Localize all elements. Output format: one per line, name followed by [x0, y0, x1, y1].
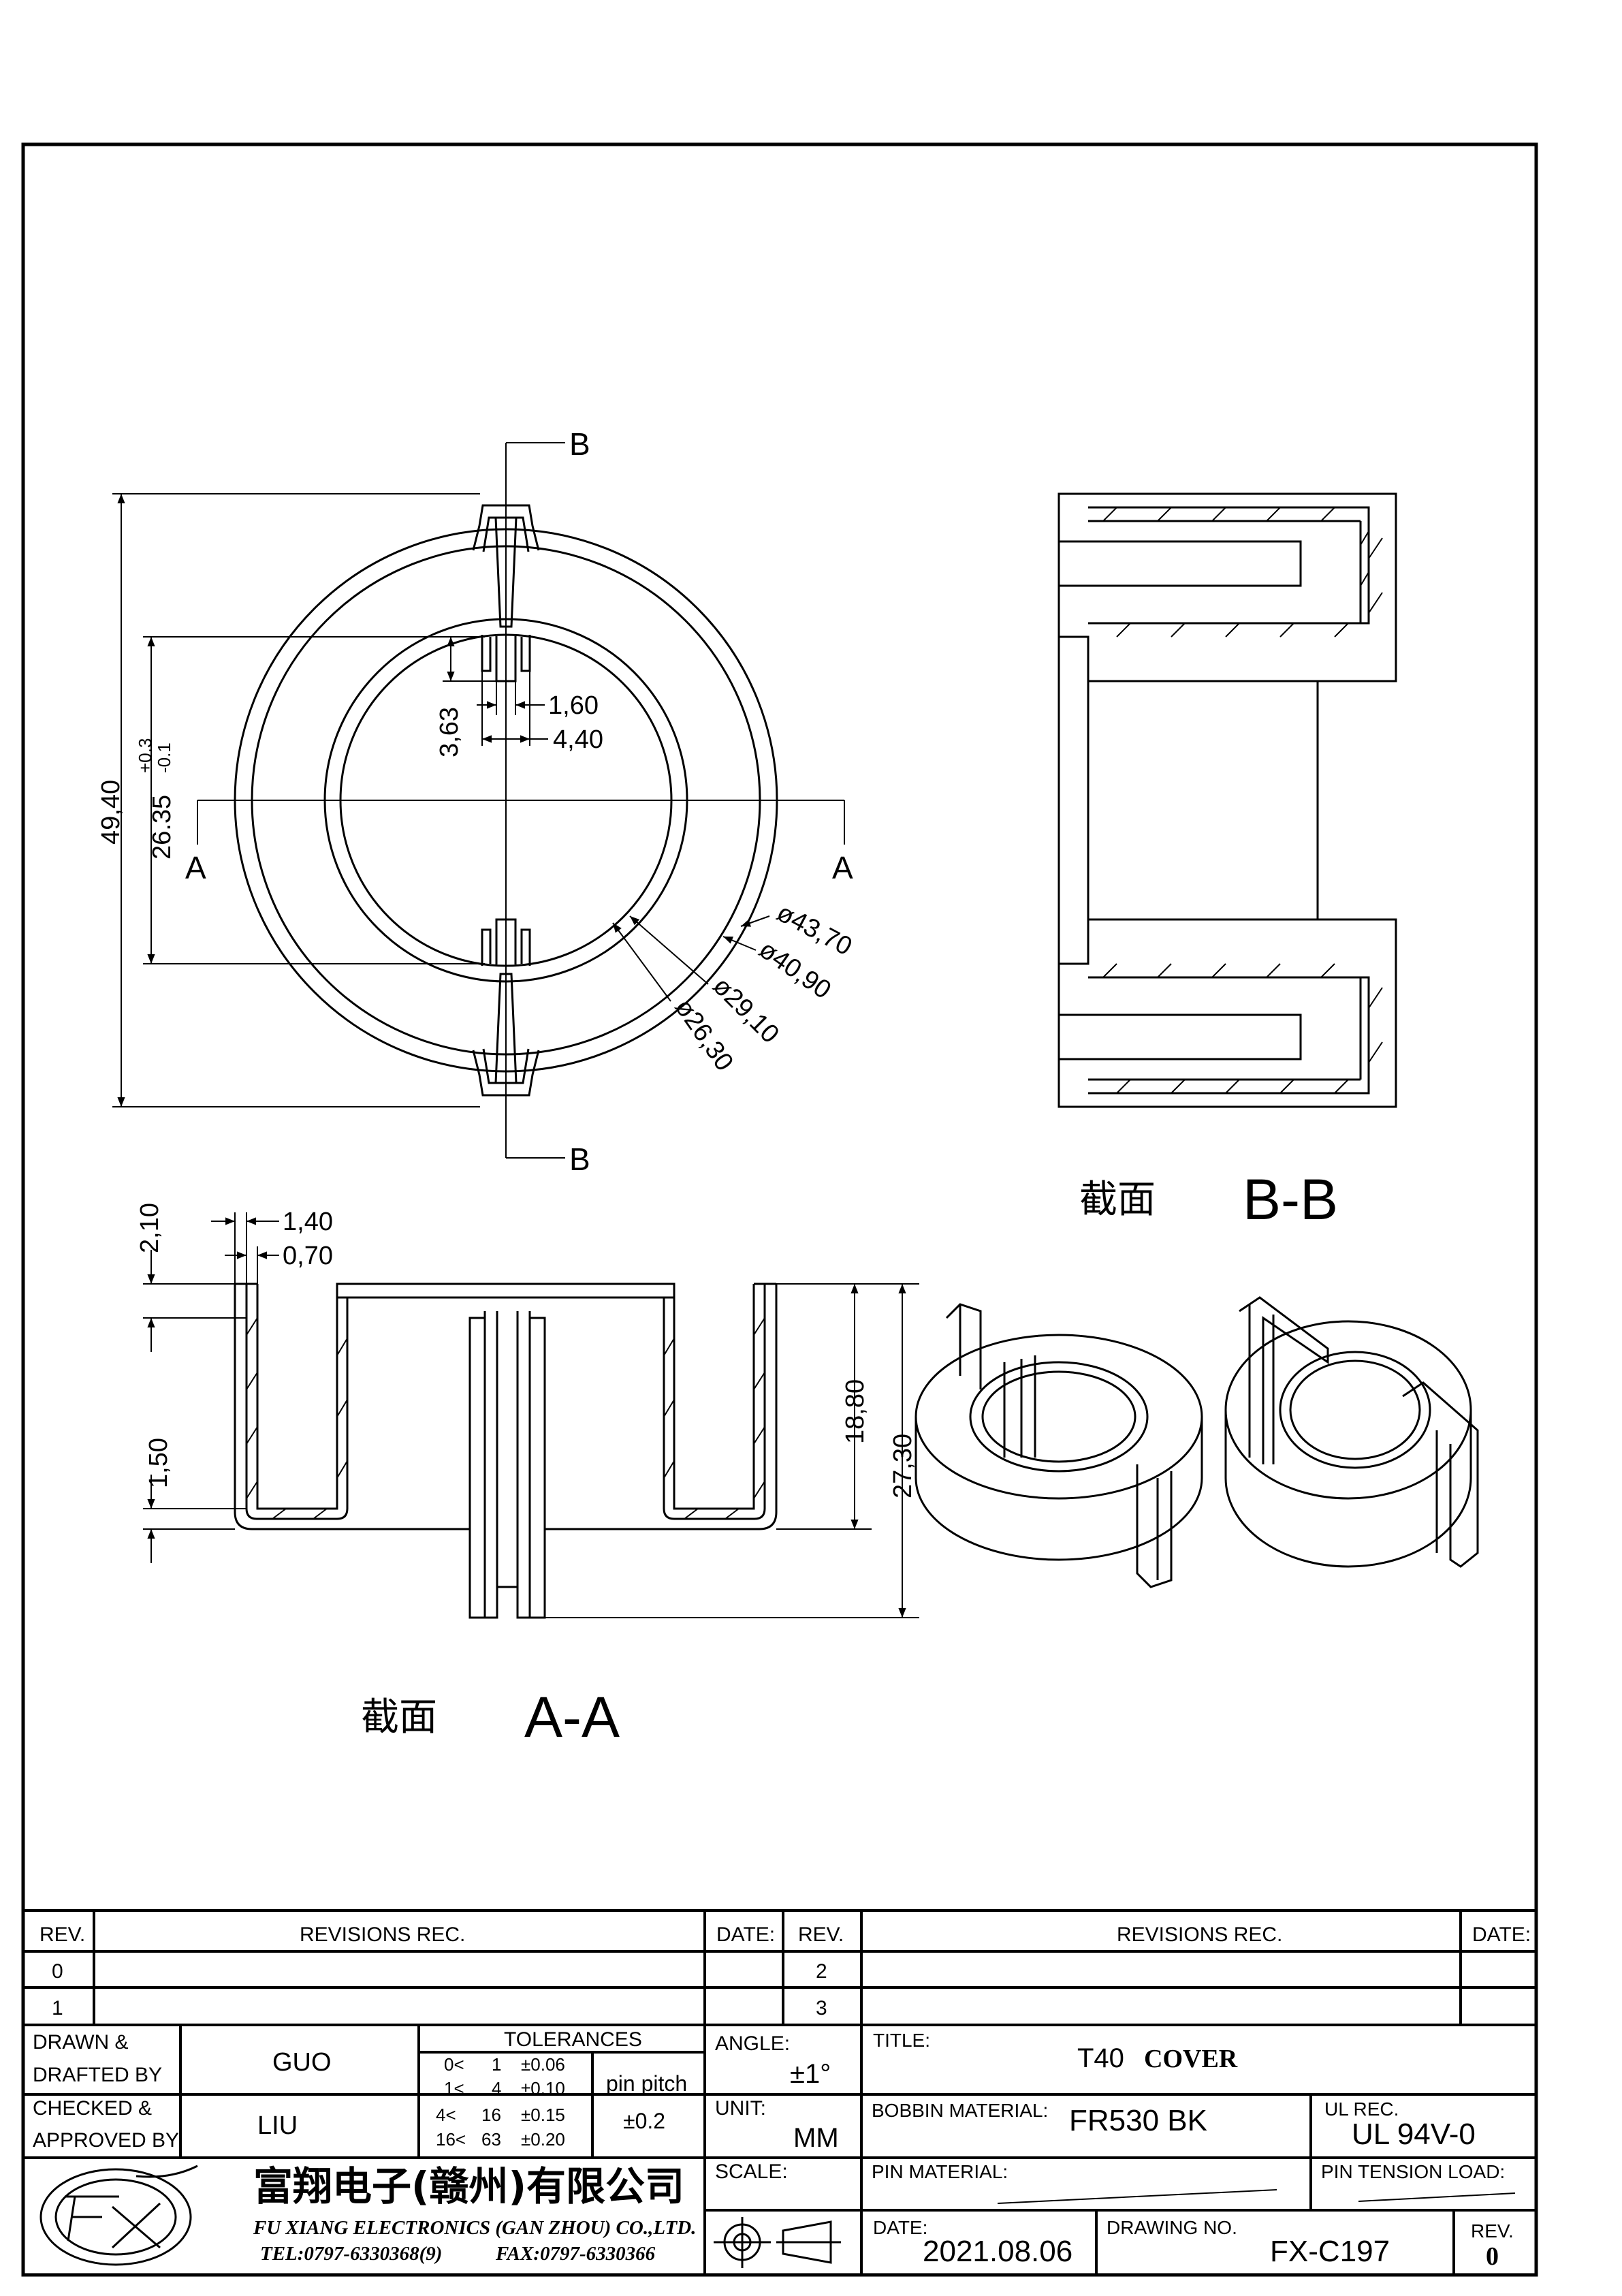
section-aa-caption-label: A-A — [524, 1685, 620, 1749]
pin-pitch-value: ±0.2 — [623, 2109, 665, 2133]
dim-total-height: 27,30 — [889, 1434, 917, 1498]
section-bb-caption-cn: 截面 — [1079, 1178, 1156, 1221]
dim-wall-1: 1,40 — [283, 1208, 333, 1236]
section-marker-b-top: B — [569, 426, 590, 462]
checked-label-2: APPROVED BY — [33, 2129, 179, 2152]
dim-wall-2: 0,70 — [283, 1242, 333, 1270]
tol-row-0-c: ±0.06 — [521, 2054, 565, 2075]
revisions-header-right: REVISIONS REC. — [1117, 1923, 1282, 1946]
dim-slot-depth: 3,63 — [435, 707, 464, 757]
drawn-value: GUO — [272, 2048, 332, 2077]
tolerances-header: TOLERANCES — [504, 2028, 642, 2051]
title-block-grid — [22, 1909, 1538, 2276]
title-label: TITLE: — [873, 2030, 930, 2051]
tol-row-0-a: 0< — [444, 2054, 464, 2075]
dim-inner-height-tol-minus: -0.1 — [154, 742, 174, 773]
title-value-2: COVER — [1144, 2045, 1238, 2073]
date-value: 2021.08.06 — [923, 2235, 1072, 2268]
date-header-left: DATE: — [716, 1923, 775, 1946]
pin-material-label: PIN MATERIAL: — [872, 2161, 1008, 2182]
title-block-underlines — [997, 2189, 1516, 2204]
angle-value: ±1° — [790, 2059, 831, 2089]
drawn-label-1: DRAWN & — [33, 2031, 129, 2054]
section-marker-b-bottom: B — [569, 1142, 590, 1177]
checked-label-1: CHECKED & — [33, 2097, 152, 2120]
dim-inner-depth: 18,80 — [841, 1379, 870, 1444]
drawing-no-label: DRAWING NO. — [1107, 2217, 1237, 2238]
rev-row-3: 3 — [816, 1997, 827, 2019]
front-view-centerlines — [112, 442, 845, 1159]
tol-row-2-c: ±0.15 — [521, 2105, 565, 2125]
company-logo — [39, 2165, 198, 2266]
checked-value: LIU — [257, 2111, 298, 2140]
tol-row-3-b: 63 — [481, 2129, 501, 2150]
section-bb-caption-label: B-B — [1243, 1167, 1338, 1231]
rev-row-1: 1 — [52, 1997, 63, 2019]
unit-label: UNIT: — [715, 2097, 766, 2120]
section-marker-a-right: A — [832, 850, 853, 885]
section-bb-hatching — [1102, 507, 1383, 1094]
rev-label: REV. — [1471, 2220, 1514, 2242]
dim-slot-width: 1,60 — [548, 691, 599, 720]
date-label: DATE: — [873, 2217, 927, 2238]
rev-value: 0 — [1486, 2242, 1499, 2271]
pin-pitch-label: pin pitch — [606, 2071, 687, 2096]
dim-inner-height: 26.35 — [148, 795, 176, 860]
unit-value: MM — [793, 2123, 839, 2153]
section-aa-caption-cn: 截面 — [361, 1695, 437, 1738]
tol-row-1-a: 1< — [444, 2078, 464, 2098]
tol-row-1-b: 4 — [492, 2078, 501, 2098]
dim-top-offset: 2,10 — [136, 1203, 164, 1253]
revisions-header-left: REVISIONS REC. — [300, 1923, 465, 1946]
dim-slot-spacing: 4,40 — [553, 725, 603, 754]
section-aa-hatching — [246, 1317, 765, 1520]
rev-row-2: 2 — [816, 1960, 827, 1983]
dim-overall-height: 49,40 — [97, 780, 125, 845]
drawn-label-2: DRAFTED BY — [33, 2064, 162, 2086]
ul-rec-value: UL 94V-0 — [1352, 2118, 1476, 2151]
section-marker-a-left: A — [185, 850, 206, 885]
tol-row-2-b: 16 — [481, 2105, 501, 2125]
projection-symbol-icon — [714, 2217, 841, 2268]
tol-row-3-c: ±0.20 — [521, 2129, 565, 2150]
drawing-no-value: FX-C197 — [1270, 2235, 1390, 2268]
scale-label: SCALE: — [715, 2160, 788, 2183]
title-block-text: REV. REVISIONS REC. DATE: REV. REVISIONS… — [33, 1923, 1531, 2271]
isometric-view-left — [915, 1303, 1203, 1588]
pin-tension-label: PIN TENSION LOAD: — [1321, 2161, 1505, 2182]
company-fax: FAX:0797-6330366 — [495, 2243, 656, 2265]
date-header-right: DATE: — [1472, 1923, 1531, 1946]
tol-row-1-c: ±0.10 — [521, 2078, 565, 2098]
bobbin-material-value: FR530 BK — [1069, 2104, 1207, 2137]
company-name-cn: 富翔电子(赣州)有限公司 — [253, 2163, 684, 2209]
tol-row-3-a: 16< — [436, 2129, 466, 2150]
rev-row-0: 0 — [52, 1960, 63, 1983]
title-value-1: T40 — [1077, 2043, 1124, 2073]
section-aa-labels: 2,10 1,50 1,40 0,70 18,80 27,30 截面 A-A — [136, 1203, 917, 1749]
rev-header-left: REV. — [39, 1923, 85, 1946]
company-tel: TEL:0797-6330368(9) — [260, 2243, 442, 2265]
section-aa-view — [234, 1283, 778, 1619]
dim-inner-height-tol-plus: +0.3 — [135, 738, 155, 773]
tol-row-0-b: 1 — [492, 2054, 501, 2075]
section-aa-dimensions — [143, 1212, 919, 1618]
dim-bottom-offset: 1,50 — [144, 1438, 173, 1488]
tol-row-2-a: 4< — [436, 2105, 456, 2125]
isometric-view-right — [1224, 1296, 1479, 1568]
rev-header-right: REV. — [798, 1923, 844, 1946]
bobbin-material-label: BOBBIN MATERIAL: — [872, 2100, 1048, 2121]
ul-rec-label: UL REC. — [1324, 2098, 1399, 2120]
angle-label: ANGLE: — [715, 2032, 790, 2055]
company-name-en: FU XIANG ELECTRONICS (GAN ZHOU) CO.,LTD. — [253, 2217, 696, 2239]
section-bb-view — [1058, 492, 1397, 1108]
